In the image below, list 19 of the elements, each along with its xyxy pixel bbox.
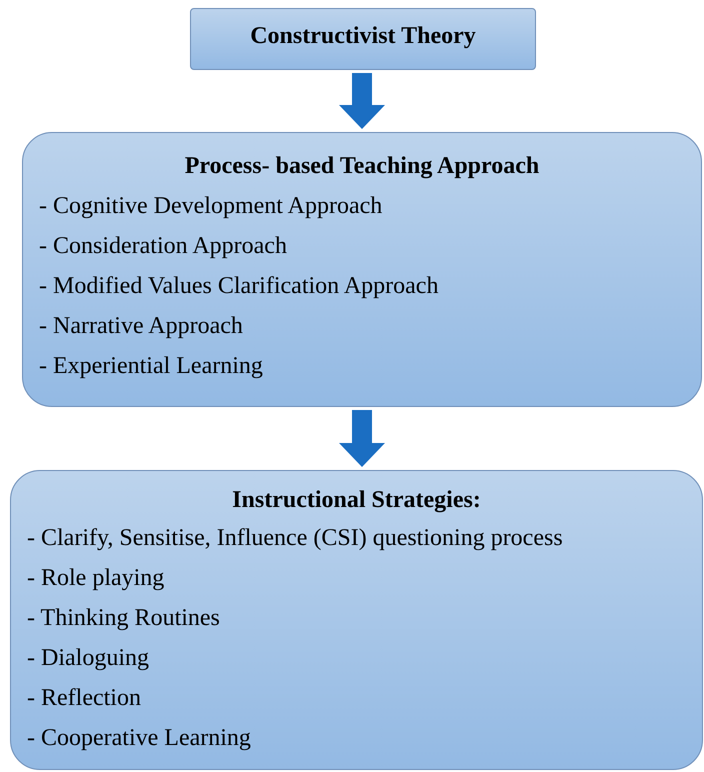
list-item: - Experiential Learning: [39, 352, 263, 381]
process-box: [190, 8, 536, 70]
list-item: - Consideration Approach: [39, 232, 287, 261]
process-box: [10, 470, 703, 770]
list-item: - Narrative Approach: [39, 312, 243, 341]
box-heading: Instructional Strategies:: [232, 487, 481, 514]
list-item: - Thinking Routines: [27, 604, 220, 633]
list-item: - Modified Values Clarification Approach: [39, 272, 438, 301]
list-item: - Cognitive Development Approach: [39, 192, 382, 221]
block-arrow: [339, 73, 385, 129]
list-item: - Role playing: [27, 564, 164, 593]
box-heading: Process- based Teaching Approach: [184, 153, 540, 180]
list-item: - Reflection: [27, 684, 141, 713]
list-item: - Clarify, Sensitise, Influence (CSI) questioning process: [27, 524, 563, 553]
box-heading: Constructivist Theory: [250, 23, 476, 50]
list-item: - Cooperative Learning: [27, 724, 251, 753]
process-box: [22, 132, 702, 407]
list-item: - Dialoguing: [27, 644, 149, 673]
block-arrow: [339, 410, 385, 467]
